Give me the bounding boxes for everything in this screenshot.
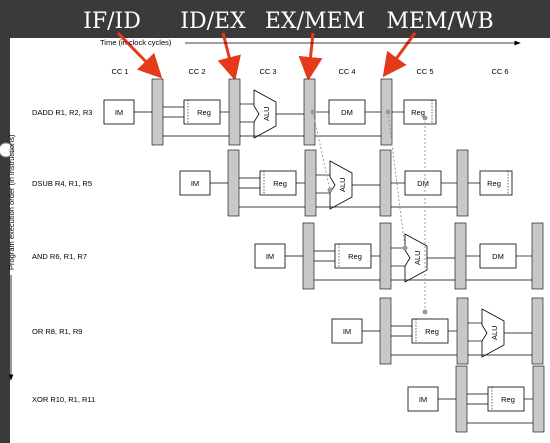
forward-dot [327, 187, 333, 193]
pipeline-register [228, 78, 241, 146]
stage-label-reg: Reg [411, 108, 425, 117]
instruction-label-and-r6-r1-r7: AND R6, R1, R7 [32, 252, 87, 261]
arrow-if-id [116, 31, 163, 79]
forward-dot [422, 309, 428, 315]
clock-cycle-label-4: CC 4 [338, 67, 355, 76]
forward-dot [385, 109, 391, 115]
header-label-id-ex: ID/EX [180, 9, 246, 34]
header-label-ex-mem: EX/MEM [265, 9, 365, 34]
forwarding-paths [312, 111, 426, 312]
pipeline-register [531, 297, 544, 365]
program-order-axis-label: Program execution order (in instructions… [7, 134, 16, 270]
pipeline-row-dadd-r1-r2-r3: IM Reg ALU DM Reg [103, 78, 437, 146]
stage-label-alu: ALU [338, 177, 347, 192]
instruction-label-or-r8-r1-r9: OR R8, R1, R9 [32, 327, 82, 336]
pipeline-register [302, 222, 315, 290]
forward-path-ex-mem-to-dsub [312, 111, 331, 191]
register-file-read-box [487, 386, 525, 412]
alu-shape [329, 160, 353, 210]
instruction-label-xor-r10-r1-r11: XOR R10, R1, R11 [32, 395, 95, 404]
register-file-read-box [411, 318, 449, 344]
instruction-memory-box [254, 243, 286, 269]
stage-label-alu: ALU [413, 250, 422, 265]
forward-dot [422, 115, 428, 121]
header-label-mem-wb: MEM/WB [386, 9, 493, 34]
clock-cycle-label-6: CC 6 [491, 67, 508, 76]
stage-label-dm: DM [417, 179, 429, 188]
stage-label-reg: Reg [487, 179, 501, 188]
clock-cycle-label-5: CC 5 [416, 67, 433, 76]
pipeline-register [304, 149, 317, 217]
stage-label-reg: Reg [273, 179, 287, 188]
stage-label-dm: DM [492, 252, 504, 261]
pipeline-register [227, 149, 240, 217]
stage-label-reg: Reg [425, 327, 439, 336]
register-file-read-box [259, 170, 297, 196]
stage-label-dm: DM [341, 108, 353, 117]
stage-label-im: IM [419, 395, 427, 404]
instruction-label-dadd-r1-r2-r3: DADD R1, R2, R3 [32, 108, 92, 117]
pipeline-register [379, 149, 392, 217]
data-memory-box [328, 99, 366, 125]
time-axis-label: Time (in clock cycles) [100, 38, 172, 47]
register-file-write-box [403, 99, 437, 125]
pipeline-row-dsub-r4-r1-r5: IM Reg ALU DM Reg [179, 149, 513, 217]
pipeline-register [531, 222, 544, 290]
stage-label-reg: Reg [197, 108, 211, 117]
clock-cycle-label-1: CC 1 [111, 67, 128, 76]
arrow-id-ex [217, 32, 241, 81]
register-file-read-box [334, 243, 372, 269]
stage-label-im: IM [266, 252, 274, 261]
alu-shape [253, 89, 277, 139]
pipeline-row-or-r8-r1-r9: IM Reg ALU [331, 297, 544, 365]
pipeline-row-and-r6-r1-r7: IM Reg ALU DM [254, 222, 544, 290]
pipeline-register [454, 222, 467, 290]
pipeline-register [151, 78, 164, 146]
stage-label-alu: ALU [490, 325, 499, 340]
clock-cycle-label-2: CC 2 [188, 67, 205, 76]
page-edge-marker [0, 142, 14, 158]
pipeline-register [455, 365, 468, 433]
stage-label-alu: ALU [262, 106, 271, 121]
forward-dot [402, 245, 408, 251]
register-file-read-box [183, 99, 221, 125]
pipeline-register [379, 297, 392, 365]
stage-label-im: IM [343, 327, 351, 336]
clock-cycle-label-3: CC 3 [259, 67, 276, 76]
alu-shape [404, 233, 428, 283]
forward-path-mem-wb-to-and [387, 111, 406, 249]
forward-dot [310, 109, 316, 115]
stage-label-im: IM [191, 179, 199, 188]
pipeline-register [532, 365, 545, 433]
alu-shape [481, 308, 505, 358]
pipeline-register [379, 222, 392, 290]
pipeline-register [456, 149, 469, 217]
stage-label-reg: Reg [501, 395, 515, 404]
diagram-panel [10, 38, 550, 443]
header-label-if-id: IF/ID [83, 9, 141, 34]
pipeline-row-xor-r10-r1-r11: IM Reg [407, 365, 545, 433]
clock-cycle-labels: CC 1 CC 2 CC 3 CC 4 CC 5 CC 6 [111, 67, 508, 76]
instruction-labels: DADD R1, R2, R3 DSUB R4, R1, R5 AND R6, R1… [32, 108, 95, 404]
arrow-ex-mem [298, 32, 323, 81]
register-file-write-box [479, 170, 513, 196]
stage-label-im: IM [115, 108, 123, 117]
pipeline-register [456, 297, 469, 365]
instruction-memory-box [103, 99, 135, 125]
arrow-mem-wb [382, 32, 417, 78]
data-memory-box [404, 170, 442, 196]
instruction-label-dsub-r4-r1-r5: DSUB R4, R1, R5 [32, 179, 92, 188]
stage-label-reg: Reg [348, 252, 362, 261]
forwarding-dots [310, 109, 428, 315]
instruction-memory-box [179, 170, 211, 196]
